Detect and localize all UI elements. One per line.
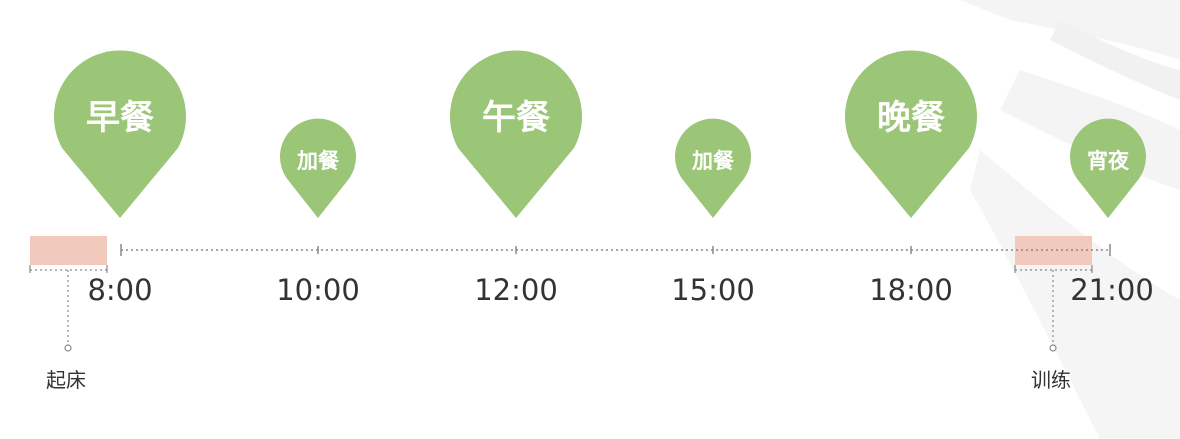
pin-label-snack-afternoon: 加餐 xyxy=(692,149,734,173)
pin-late-snack xyxy=(1070,118,1146,218)
wake-up-label: 起床 xyxy=(46,368,86,392)
pin-label-breakfast: 早餐 xyxy=(86,98,154,138)
pin-label-dinner: 晚餐 xyxy=(877,98,945,138)
wake-up-band xyxy=(30,236,107,265)
time-label: 15:00 xyxy=(671,273,755,307)
time-label: 21:00 xyxy=(1070,273,1154,307)
training-label: 训练 xyxy=(1031,368,1071,392)
time-label: 12:00 xyxy=(474,273,558,307)
pin-label-lunch: 午餐 xyxy=(482,98,550,138)
time-label: 8:00 xyxy=(87,273,153,307)
wake-up-bracket xyxy=(29,265,108,352)
time-label: 18:00 xyxy=(869,273,953,307)
pin-snack-afternoon xyxy=(674,118,751,218)
time-label: 10:00 xyxy=(276,273,360,307)
pin-dinner xyxy=(845,50,977,218)
pin-breakfast xyxy=(54,50,186,218)
pin-label-late-snack: 宵夜 xyxy=(1087,149,1129,173)
pin-label-snack-morning: 加餐 xyxy=(297,149,339,173)
pin-snack-morning xyxy=(280,118,356,218)
pin-lunch xyxy=(450,50,582,218)
training-bracket xyxy=(1014,265,1093,352)
